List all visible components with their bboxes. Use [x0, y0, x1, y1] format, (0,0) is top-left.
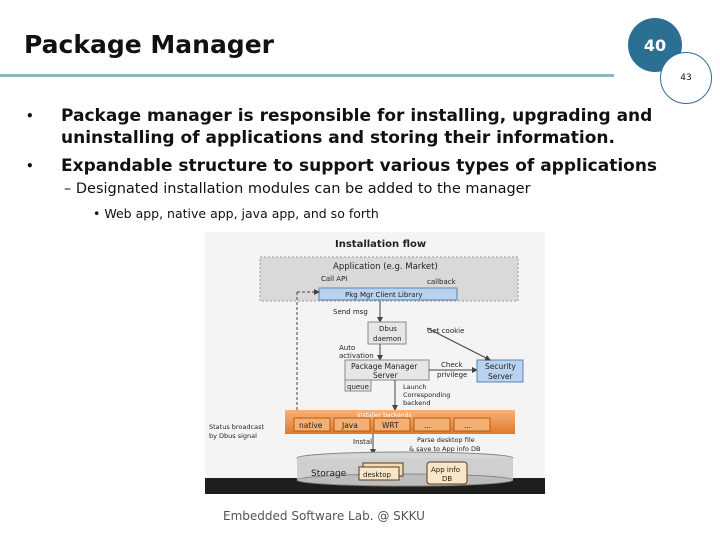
check-label: Check — [441, 361, 463, 369]
backend-wrt-label: WRT — [382, 421, 399, 430]
launch-label-1: Launch — [403, 383, 427, 391]
sub-sub-bullet-text: Web app, native app, java app, and so fo… — [104, 206, 379, 221]
app-info-label-2: DB — [442, 475, 452, 483]
desktop-file-box — [358, 466, 400, 481]
bullet-dot: • — [26, 159, 34, 173]
app-info-label-1: App info — [431, 466, 460, 474]
backend-more-label-1: ... — [424, 421, 431, 430]
sub-bullet: – Designated installation modules can be… — [64, 181, 531, 197]
dbus-daemon-box — [367, 321, 407, 345]
bullet-1-text: Package manager is responsible for insta… — [61, 106, 653, 148]
queue-box — [344, 379, 372, 392]
app-info-db-box — [426, 461, 468, 485]
launch-label-3: backend — [403, 399, 430, 407]
parse-label-2: & save to App info DB — [409, 445, 481, 453]
send-msg-label: Send msg — [333, 308, 368, 316]
pm-server-label-2: Server — [373, 371, 399, 380]
slide-title: Package Manager — [24, 30, 274, 59]
callback-label: callback — [427, 278, 457, 286]
bullet-2-text: Expandable structure to support various … — [61, 156, 658, 176]
get-cookie-arrow — [426, 327, 491, 361]
slide-footer: Embedded Software Lab. @ SKKU — [223, 509, 425, 523]
sub-bullet-text: Designated installation modules can be a… — [75, 181, 531, 197]
backend-more-label-2: ... — [464, 421, 471, 430]
activation-label: activation — [339, 352, 374, 360]
daemon-label: daemon — [373, 335, 402, 343]
bullet-dot: • — [26, 109, 34, 123]
application-label: Application (e.g. Market) — [333, 262, 438, 272]
status-broadcast-label-1: Status broadcast — [209, 423, 264, 431]
client-library-label: Pkg Mgr Client Library — [345, 291, 423, 299]
status-broadcast-label-2: by Dbus signal — [209, 432, 257, 440]
auto-label: Auto — [339, 344, 355, 352]
backend-more-box-2 — [453, 417, 491, 432]
backend-native-box — [293, 417, 331, 432]
sub-sub-bullet: • Web app, native app, java app, and so … — [93, 206, 379, 221]
title-divider — [0, 74, 614, 77]
backends-caption: Installer backends — [357, 412, 412, 419]
security-label-2: Server — [488, 372, 514, 381]
installation-flow-diagram: Installation flow Application (e.g. Mark… — [205, 232, 545, 494]
pm-server-label-1: Package Manager — [351, 362, 418, 371]
page-number-badge: 43 — [660, 52, 712, 104]
call-api-label: Call API — [321, 275, 347, 283]
security-server-box — [476, 359, 524, 383]
diagram-title: Installation flow — [335, 239, 426, 250]
slide-number-badge: 40 — [628, 18, 682, 72]
dbus-label: Dbus — [379, 325, 397, 333]
backend-native-label: native — [299, 421, 323, 430]
get-cookie-label: Get cookie — [427, 327, 464, 335]
parse-label-1: Parse desktop file — [417, 436, 475, 444]
backend-java-label: Java — [341, 421, 358, 430]
install-label: Install — [353, 438, 374, 446]
privilege-label: privilege — [437, 371, 467, 379]
backend-wrt-box — [373, 417, 411, 432]
desktop-label: desktop — [363, 471, 391, 479]
launch-label-2: Corresponding — [403, 391, 450, 399]
backend-java-box — [333, 417, 371, 432]
security-label-1: Security — [485, 362, 516, 371]
queue-label: queue — [347, 383, 369, 391]
storage-label: Storage — [311, 469, 347, 479]
backend-more-box-1 — [413, 417, 451, 432]
